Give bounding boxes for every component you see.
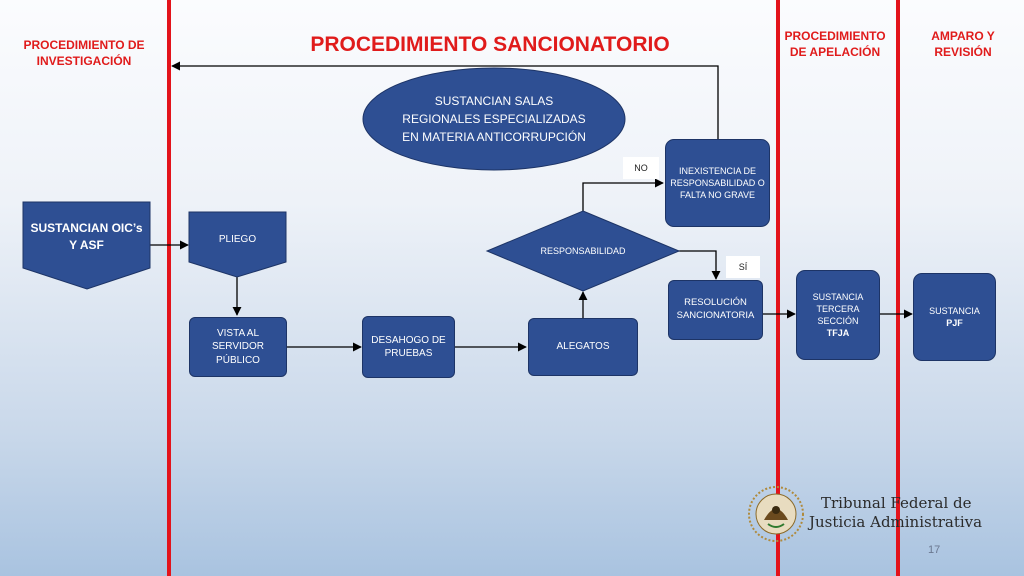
oic-label: SUSTANCIAN OIC’s Y ASF	[30, 221, 143, 252]
pjf-sustancia-text: SUSTANCIA	[929, 305, 980, 316]
page-number: 17	[928, 544, 941, 556]
pliego-shape	[188, 211, 287, 278]
seal-icon	[748, 486, 804, 542]
resolucion-node: RESOLUCIÓN SANCIONATORIA	[668, 280, 763, 340]
tfja-text: TFJA	[826, 328, 850, 339]
org-name-line1: Tribunal Federal de	[821, 494, 972, 512]
amparo-header: AMPARO Y REVISIÓN	[931, 29, 995, 59]
investigation-header: PROCEDIMIENTO DE INVESTIGACIÓN	[23, 38, 145, 68]
alegatos-node: ALEGATOS	[528, 318, 638, 376]
no-label: NO	[623, 157, 659, 179]
si-label: SÍ	[726, 256, 760, 278]
salas-ellipse	[362, 67, 626, 171]
pjf-text: PJF	[946, 318, 963, 328]
arrow-back-to-investigacion	[171, 61, 719, 139]
oic-shape	[22, 201, 151, 290]
arrow-si-branch	[677, 250, 721, 280]
org-name-line2: Justicia Administrativa	[809, 512, 983, 531]
page-title: PROCEDIMIENTO SANCIONATORIO	[310, 33, 670, 56]
org-name: Tribunal Federal de Justicia Administrat…	[809, 494, 1009, 532]
appeal-header: PROCEDIMIENTO DE APELACIÓN	[784, 29, 886, 59]
arrow-no-branch	[582, 178, 664, 211]
vista-node: VISTA AL SERVIDOR PÚBLICO	[189, 317, 287, 377]
tercera-seccion-node: SUSTANCIA TERCERA SECCIÓN TFJA	[796, 270, 880, 360]
tercera-seccion-text: SUSTANCIA TERCERA SECCIÓN	[812, 291, 864, 326]
desahogo-node: DESAHOGO DE PRUEBAS	[362, 316, 455, 378]
pliego-label: PLIEGO	[218, 233, 257, 245]
salas-ellipse-label: SUSTANCIAN SALAS REGIONALES ESPECIALIZAD…	[402, 94, 586, 144]
inexistencia-node: INEXISTENCIA DE RESPONSABILIDAD O FALTA …	[665, 139, 770, 227]
pjf-node: SUSTANCIA PJF	[913, 273, 996, 361]
responsabilidad-diamond	[485, 210, 681, 292]
responsabilidad-label: RESPONSABILIDAD	[540, 246, 626, 256]
